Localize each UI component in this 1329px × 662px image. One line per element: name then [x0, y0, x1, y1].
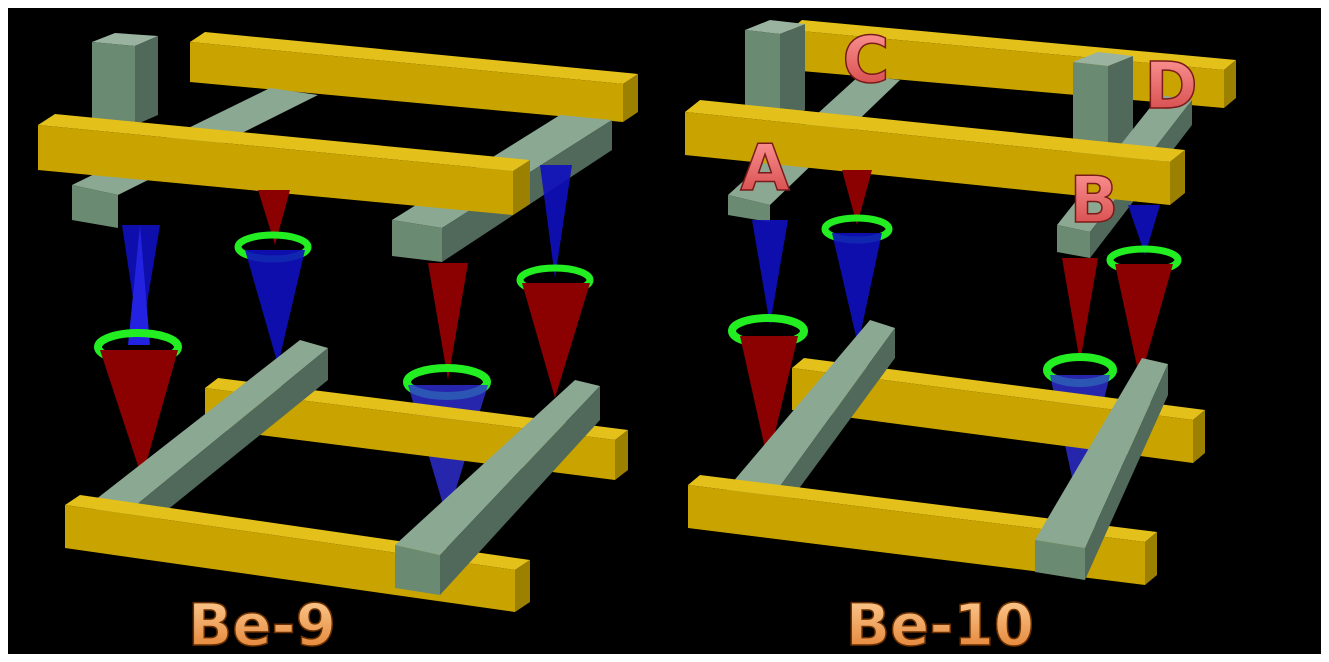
point-label-b: B [1070, 164, 1119, 238]
cone-be10-1 [728, 220, 808, 462]
gold-bar-lower-front-be10 [688, 475, 1157, 585]
point-label-d: D [1144, 50, 1197, 124]
cone-be10-2 [821, 170, 893, 345]
gold-bar-upper-front [38, 114, 530, 215]
caption-be9: Be-9 [188, 591, 336, 659]
caption-be10: Be-10 [846, 591, 1034, 659]
gold-bar-lower-back-be10 [792, 358, 1205, 463]
green-block-upper-left [92, 33, 158, 125]
cone-red-blue-2 [234, 190, 312, 365]
cone-red-blue-1 [94, 225, 182, 478]
gold-bar-upper-back [190, 32, 638, 122]
cone-red-blue-4 [516, 165, 594, 398]
panel-be9: Be-9 [38, 32, 638, 660]
gold-bar-upper-front-be10 [685, 100, 1185, 205]
cone-be10-4 [1106, 205, 1182, 380]
green-block-upper-right-be10 [1073, 52, 1133, 162]
green-block-upper-left-be10 [745, 20, 805, 120]
point-label-c: C [843, 24, 890, 98]
green-bar-lower-right [395, 380, 600, 595]
panel-be10: A B C D Be-10 [685, 20, 1236, 660]
point-label-a: A [740, 132, 790, 206]
green-bar-lower-right-be10 [1035, 358, 1168, 580]
